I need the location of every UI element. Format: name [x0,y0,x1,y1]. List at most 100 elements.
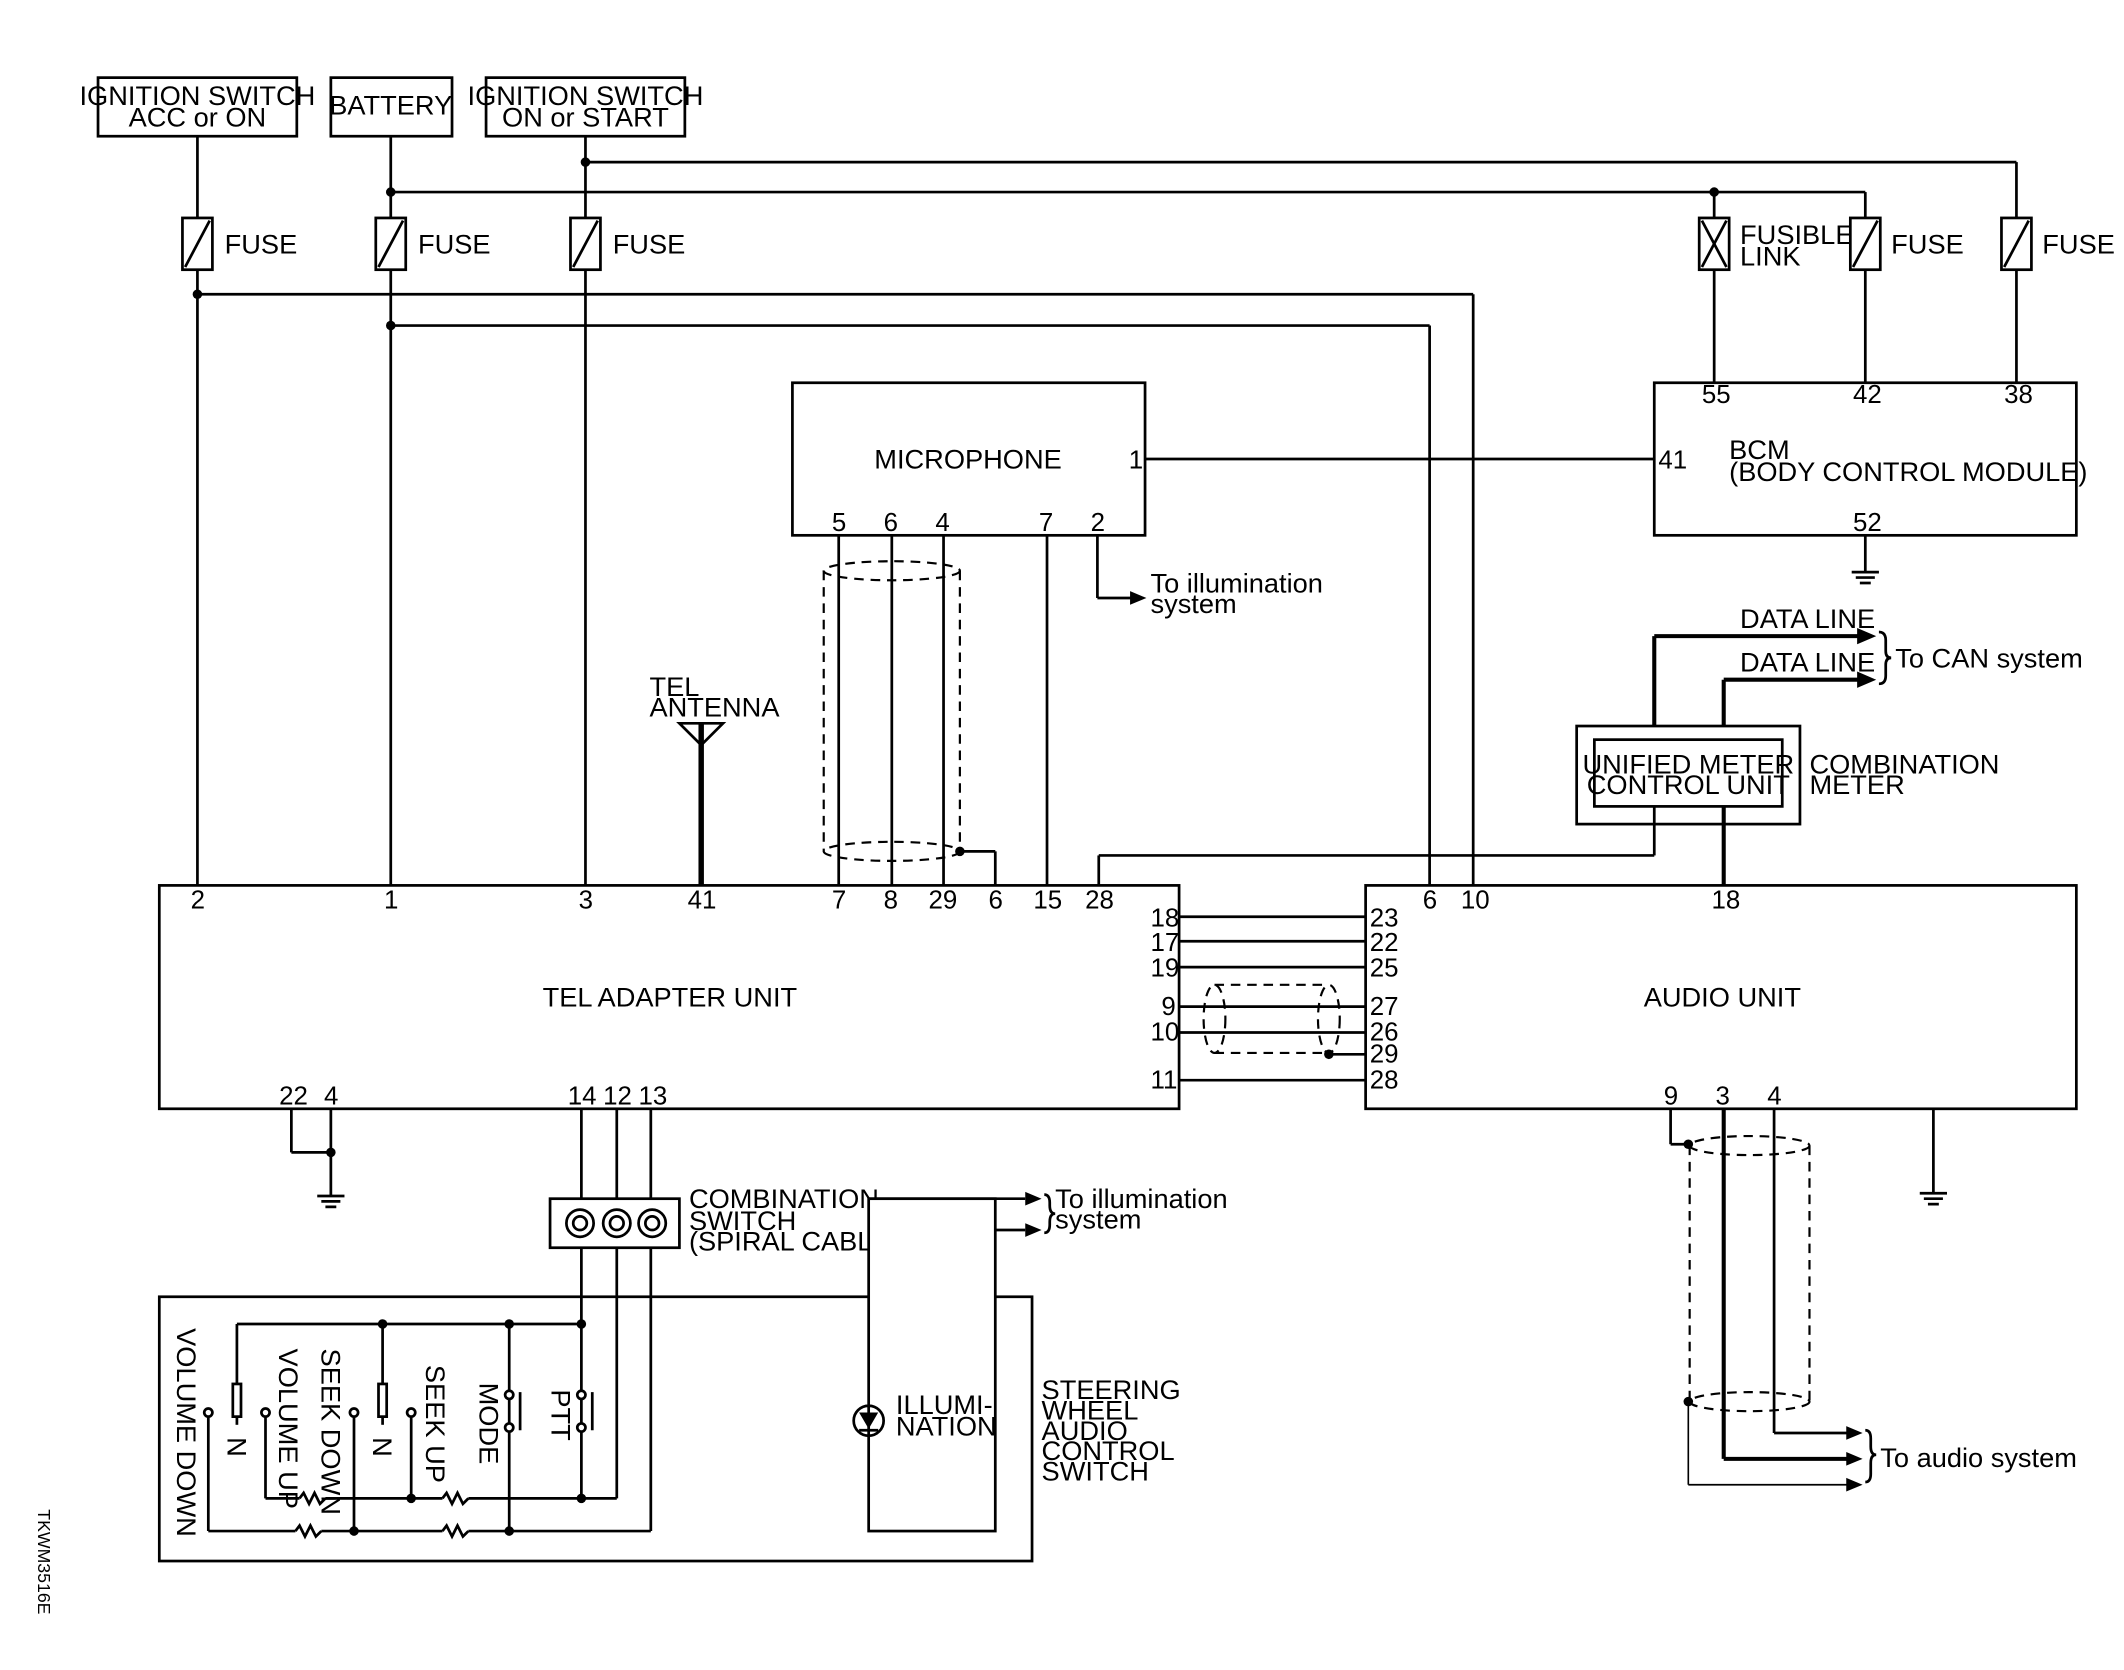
ignition-switch-acc-label-1: IGNITION SWITCH [80,80,316,111]
tel-pin-4: 4 [324,1083,338,1111]
ignition-switch-on-box: IGNITION SWITCH ON or START [468,76,704,138]
combination-switch-box: COMBINATION SWITCH (SPIRAL CABLE) [548,1183,900,1256]
tel-pin-11: 11 [1151,1066,1178,1094]
fuse-bcm-38: FUSE [2000,216,2115,272]
mic-pin-6: 6 [884,509,898,537]
fusible-link-label-1: FUSIBLE [1740,219,1853,250]
fuse-label-3: FUSE [613,228,686,259]
bcm-pin-52: 52 [1853,509,1882,537]
audio-pin-27: 27 [1370,993,1399,1021]
tel-pin-10: 10 [1151,1019,1180,1047]
audio-pin-4: 4 [1767,1083,1781,1111]
audio-pin-6: 6 [1423,887,1437,915]
audio-link-shield [1202,983,1341,1055]
steering-wheel-switch-box: STEERING WHEEL AUDIO CONTROL SWITCH [157,1295,1181,1563]
tel-pin-18: 18 [1151,904,1180,932]
n-label-2: N [367,1437,398,1457]
swa-label-2: WHEEL [1042,1394,1139,1425]
audio-pin-3: 3 [1716,1083,1730,1111]
tel-antenna-label-2: ANTENNA [649,691,780,722]
tel-pin-1: 1 [384,887,398,915]
tel-pin-12: 12 [603,1083,632,1111]
bcm-pin-42: 42 [1853,381,1882,409]
n-label-1: N [221,1437,252,1457]
ptt-label: PTT [545,1389,576,1440]
ground-audio [1919,1191,1947,1206]
audio-unit-label: AUDIO UNIT [1644,982,1801,1013]
mode-label: MODE [473,1383,504,1465]
tel-pin-8: 8 [884,887,898,915]
audio-pin-9: 9 [1664,1083,1678,1111]
audio-out-shield [1688,1134,1811,1413]
to-illumination-label-2: system [1151,588,1237,619]
tel-pin-29: 29 [929,887,958,915]
to-illumination-label-1: To illumination [1151,568,1323,599]
tel-pin-13: 13 [639,1083,668,1111]
ignition-switch-acc-box: IGNITION SWITCH ACC or ON [80,76,316,138]
fusible-link: FUSIBLE LINK [1697,216,1853,272]
mic-pin-5: 5 [832,509,846,537]
illumination: ILLUMI- NATION [852,1197,997,1533]
battery-label: BATTERY [329,89,452,120]
illumination-label-2: NATION [896,1411,997,1442]
tel-pin-7: 7 [832,887,846,915]
tel-pin-22: 22 [279,1083,308,1111]
ignition-switch-on-label-1: IGNITION SWITCH [468,80,704,111]
fuse-battery: FUSE [374,136,491,272]
ground-bcm [1851,570,1879,585]
combination-switch-label-1: COMBINATION [689,1183,879,1214]
mic-pin-2: 2 [1091,509,1105,537]
fuse-label-1: FUSE [225,228,298,259]
combination-meter-label-1: COMBINATION [1809,749,1999,780]
audio-pin-10: 10 [1461,887,1490,915]
audio-pin-18: 18 [1711,887,1740,915]
unified-meter-label-1: UNIFIED METER [1582,749,1794,780]
audio-pin-26: 26 [1370,1019,1399,1047]
mic-pin-4: 4 [935,509,949,537]
tel-pin-15: 15 [1033,887,1062,915]
fuse-ign-on: FUSE [569,136,686,272]
figure-id: TKWM3516E [34,1509,54,1614]
battery-box: BATTERY [329,76,454,138]
ignition-switch-acc-label-2: ACC or ON [129,102,267,133]
bcm-pin-55: 55 [1702,381,1731,409]
tel-pin-3: 3 [579,887,593,915]
swa-label-3: AUDIO [1042,1415,1128,1446]
seek-down-label: SEEK DOWN [315,1349,346,1515]
volume-down-label: VOLUME DOWN [171,1328,202,1537]
fuse-bcm-42: FUSE [1848,216,1964,272]
swa-label-4: CONTROL [1042,1435,1175,1466]
ground-tel [317,1194,345,1209]
tel-pin-41: 41 [688,887,717,915]
microphone-box: MICROPHONE 1 5 6 4 7 2 [791,381,1147,537]
audio-pin-28: 28 [1370,1066,1399,1094]
tel-pin-6: 6 [988,887,1002,915]
to-can-label: To CAN system [1895,642,2083,673]
mic-pin-1: 1 [1129,447,1143,475]
audio-pin-25: 25 [1370,955,1399,983]
audio-unit-box: AUDIO UNIT 23 22 25 27 26 29 28 6 10 18 … [1364,884,2078,1111]
audio-pin-22: 22 [1370,929,1399,957]
unified-meter-label-2: CONTROL UNIT [1587,769,1790,800]
audio-pin-29: 29 [1370,1040,1399,1068]
audio-pin-23: 23 [1370,904,1399,932]
to-illumination-label-3: To illumination [1055,1183,1227,1214]
bcm-pin-41: 41 [1658,447,1687,475]
tel-pin-9: 9 [1161,993,1175,1021]
illumination-label-1: ILLUMI- [896,1389,993,1420]
fuse-label-5: FUSE [2042,228,2115,259]
combination-switch-label-3: (SPIRAL CABLE) [689,1225,900,1256]
to-illumination-label-4: system [1055,1204,1141,1235]
tel-antenna-label-1: TEL [649,671,699,702]
to-audio-system-label: To audio system [1880,1442,2077,1473]
data-line-label-1: DATA LINE [1740,603,1875,634]
fusible-link-label-2: LINK [1740,241,1801,272]
tel-adapter-unit-label: TEL ADAPTER UNIT [543,982,798,1013]
tel-pin-19: 19 [1151,955,1180,983]
ignition-switch-on-label-2: ON or START [502,102,669,133]
seek-up-label: SEEK UP [420,1365,451,1483]
microphone-label: MICROPHONE [874,444,1061,475]
tel-antenna: TEL ANTENNA [649,671,780,886]
tel-pin-14: 14 [568,1083,597,1111]
